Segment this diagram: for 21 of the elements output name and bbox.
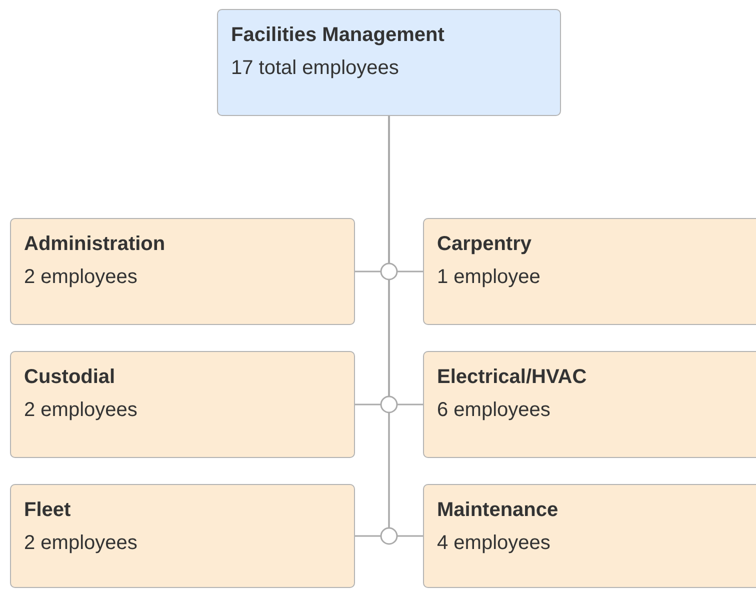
unit-name: Administration — [24, 232, 166, 257]
employee-count: 2 employees — [24, 398, 138, 423]
unit-name: Electrical/HVAC — [437, 365, 587, 390]
employee-count: 6 employees — [437, 398, 550, 423]
unit-name: Maintenance — [437, 498, 558, 523]
employee-count: 4 employees — [437, 531, 550, 556]
unit-box — [423, 484, 756, 588]
unit-box — [10, 218, 355, 325]
employee-count: 17 total employees — [231, 56, 399, 81]
employee-count: 1 employee — [437, 265, 540, 290]
unit-name: Facilities Management — [231, 23, 444, 48]
employee-count: 2 employees — [24, 265, 138, 290]
unit-box — [423, 218, 756, 325]
unit-name: Carpentry — [437, 232, 532, 257]
unit-name: Fleet — [24, 498, 71, 523]
unit-box — [10, 484, 355, 588]
unit-box — [10, 351, 355, 458]
unit-box — [423, 351, 756, 458]
department-box — [217, 9, 561, 116]
unit-name: Custodial — [24, 365, 116, 390]
employee-count: 2 employees — [24, 531, 138, 556]
